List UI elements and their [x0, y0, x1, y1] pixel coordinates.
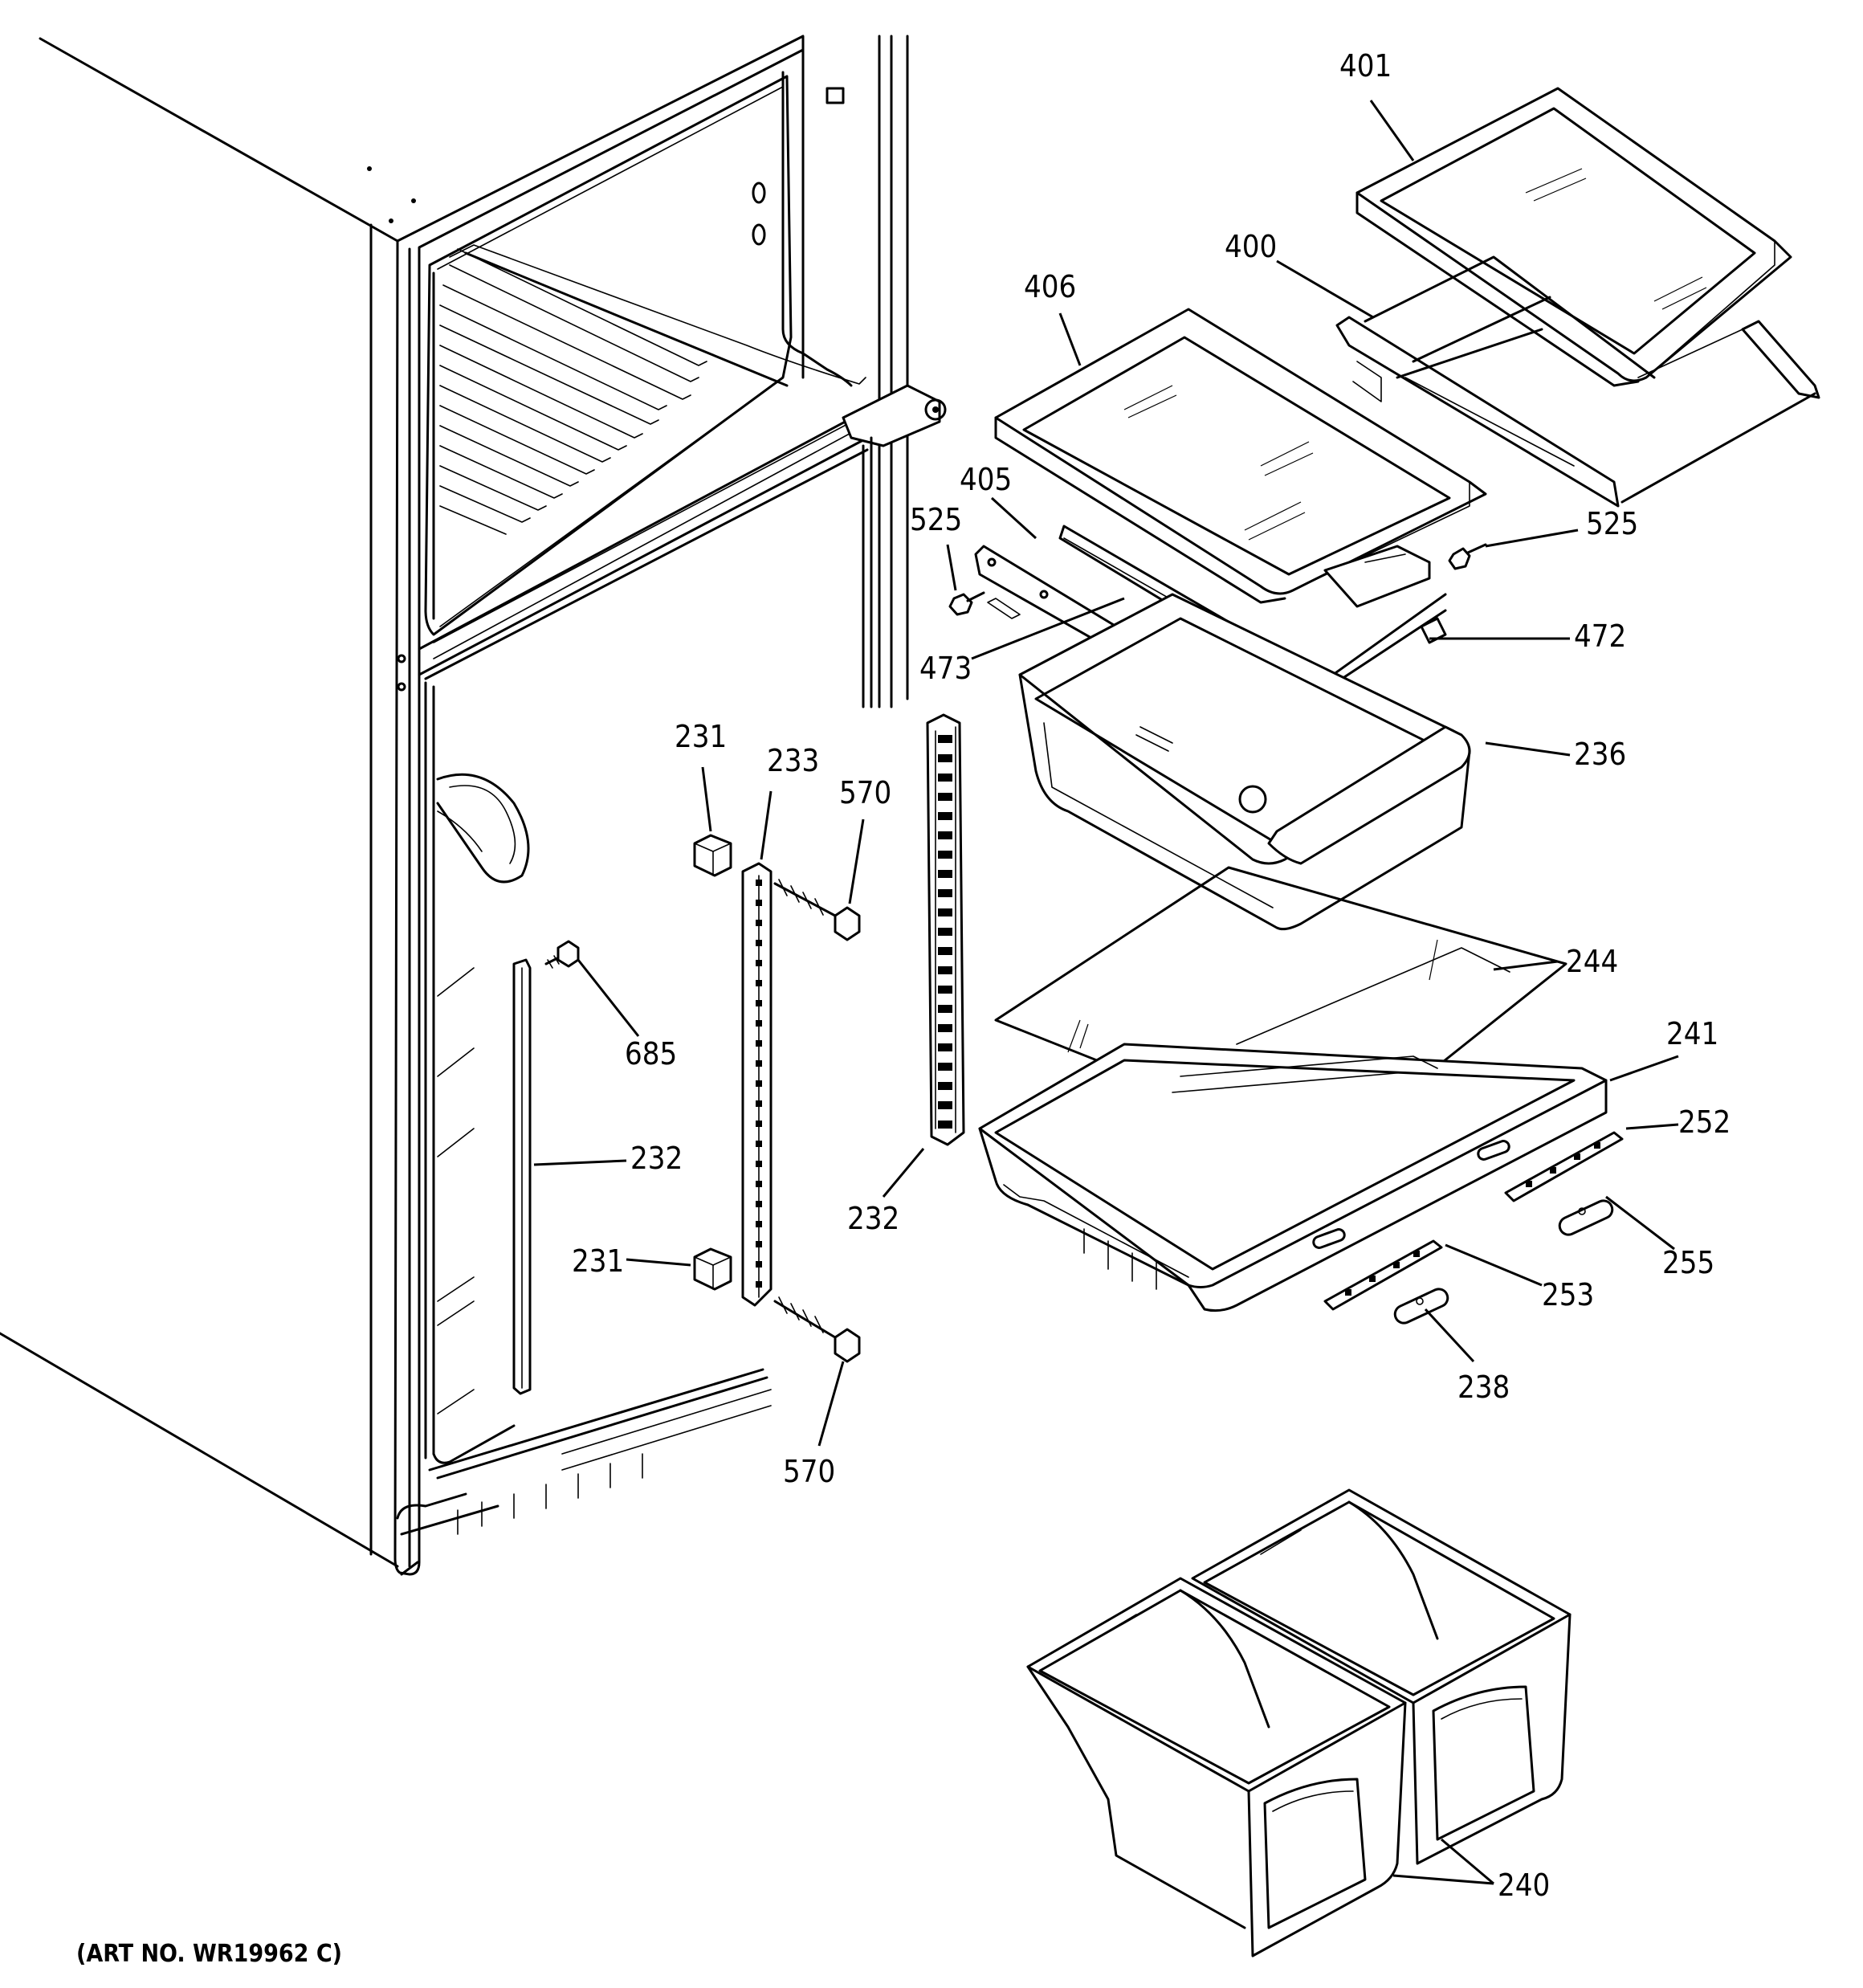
ladder-slot — [756, 1221, 762, 1227]
screw-570-lower — [773, 1296, 861, 1363]
ladder-slot — [938, 754, 952, 762]
callout-253: 253 — [1542, 1277, 1594, 1312]
callout-255: 255 — [1662, 1245, 1714, 1280]
callout-473: 473 — [919, 651, 972, 686]
callout-231-upper: 231 — [675, 719, 727, 754]
ladder-slot — [756, 1181, 762, 1187]
ladder-slot — [938, 1082, 952, 1090]
ladder-slot — [756, 1060, 762, 1067]
leader-lines — [533, 100, 1679, 1885]
ladder-slot — [756, 1201, 762, 1207]
slide-knob-255 — [1558, 1199, 1614, 1236]
callout-232-left: 232 — [630, 1141, 683, 1176]
ladder-slot — [756, 920, 762, 926]
crisper-frame-241 — [978, 947, 1608, 1312]
ladder-slot — [938, 870, 952, 878]
callout-244: 244 — [1566, 944, 1618, 979]
ladder-slot — [756, 980, 762, 986]
shelf-support-232-right — [926, 713, 965, 1146]
callout-401: 401 — [1339, 48, 1392, 84]
callout-labels: 401 400 406 405 525 525 473 472 236 231 … — [76, 48, 1731, 1968]
callout-525-left: 525 — [910, 502, 962, 537]
shelf-401 — [1355, 87, 1792, 387]
ladder-slot — [938, 831, 952, 839]
ladder-slot — [938, 793, 952, 801]
door-bins-240 — [1026, 1488, 1572, 1957]
ladder-slot — [756, 1000, 762, 1006]
ladder-slot — [938, 1005, 952, 1013]
ladder-slot — [938, 1101, 952, 1109]
callout-570-lower: 570 — [783, 1454, 835, 1489]
callout-232-right: 232 — [847, 1201, 899, 1236]
shelf-bracket-400 — [1335, 255, 1820, 508]
callout-406: 406 — [1024, 269, 1076, 304]
ladder-slot — [756, 1020, 762, 1027]
ladder-slot — [756, 1100, 762, 1107]
callout-231-lower: 231 — [572, 1243, 624, 1279]
ladder-slot — [756, 880, 762, 886]
ladder-slot — [938, 735, 952, 743]
callout-472: 472 — [1574, 618, 1626, 654]
ladder-slot — [938, 774, 952, 782]
callout-233: 233 — [767, 743, 819, 778]
callout-240: 240 — [1498, 1868, 1550, 1903]
ladder-slot — [938, 1121, 952, 1129]
callout-400: 400 — [1225, 229, 1277, 264]
screw-525-right — [1448, 543, 1487, 570]
ladder-slot — [938, 1024, 952, 1032]
shelf-406 — [994, 308, 1487, 604]
ladder-slot — [938, 1063, 952, 1071]
callout-236: 236 — [1574, 737, 1626, 772]
callout-238: 238 — [1457, 1370, 1510, 1405]
clip-231-lower — [693, 1247, 732, 1291]
ladder-slot — [938, 1043, 952, 1051]
ladder-slot — [756, 1261, 762, 1268]
callout-405: 405 — [960, 462, 1012, 497]
callout-570-upper: 570 — [839, 775, 891, 810]
meat-pan-236 — [1018, 593, 1471, 931]
ladder-slot — [756, 940, 762, 946]
shelf-ladder-233 — [741, 862, 773, 1307]
screw-525-left — [948, 591, 985, 616]
ladder-slot — [756, 1161, 762, 1167]
ladder-slot — [938, 889, 952, 897]
ladder-slot — [938, 928, 952, 936]
ladder-slot — [756, 1241, 762, 1247]
refrigerator-cabinet — [0, 35, 947, 1576]
slide-knob-238 — [1393, 1288, 1449, 1325]
humidity-slide-252 — [1504, 1131, 1624, 1202]
ladder-slot — [938, 966, 952, 974]
clip-231-upper — [693, 834, 732, 877]
ladder-slot — [756, 1040, 762, 1047]
ladder-slot — [756, 1141, 762, 1147]
art-number: (ART NO. WR19962 C) — [76, 1940, 342, 1968]
ladder-slot — [938, 812, 952, 820]
callout-525-right: 525 — [1586, 506, 1638, 541]
ladder-slot — [938, 851, 952, 859]
screw-685 — [544, 940, 580, 969]
callout-241: 241 — [1666, 1016, 1718, 1051]
ladder-slot — [938, 986, 952, 994]
screw-570-upper — [773, 879, 861, 941]
ladder-slot — [756, 1121, 762, 1127]
ladder-slot — [938, 908, 952, 916]
ladder-slot — [756, 960, 762, 966]
ladder-slot — [756, 1281, 762, 1288]
callout-685: 685 — [625, 1036, 677, 1072]
callout-252: 252 — [1678, 1104, 1731, 1140]
ladder-slot — [756, 900, 762, 906]
shelf-support-232-left — [512, 958, 532, 1395]
humidity-slide-253 — [1323, 1239, 1443, 1311]
ladder-slot — [756, 1080, 762, 1087]
ladder-slot — [938, 947, 952, 955]
